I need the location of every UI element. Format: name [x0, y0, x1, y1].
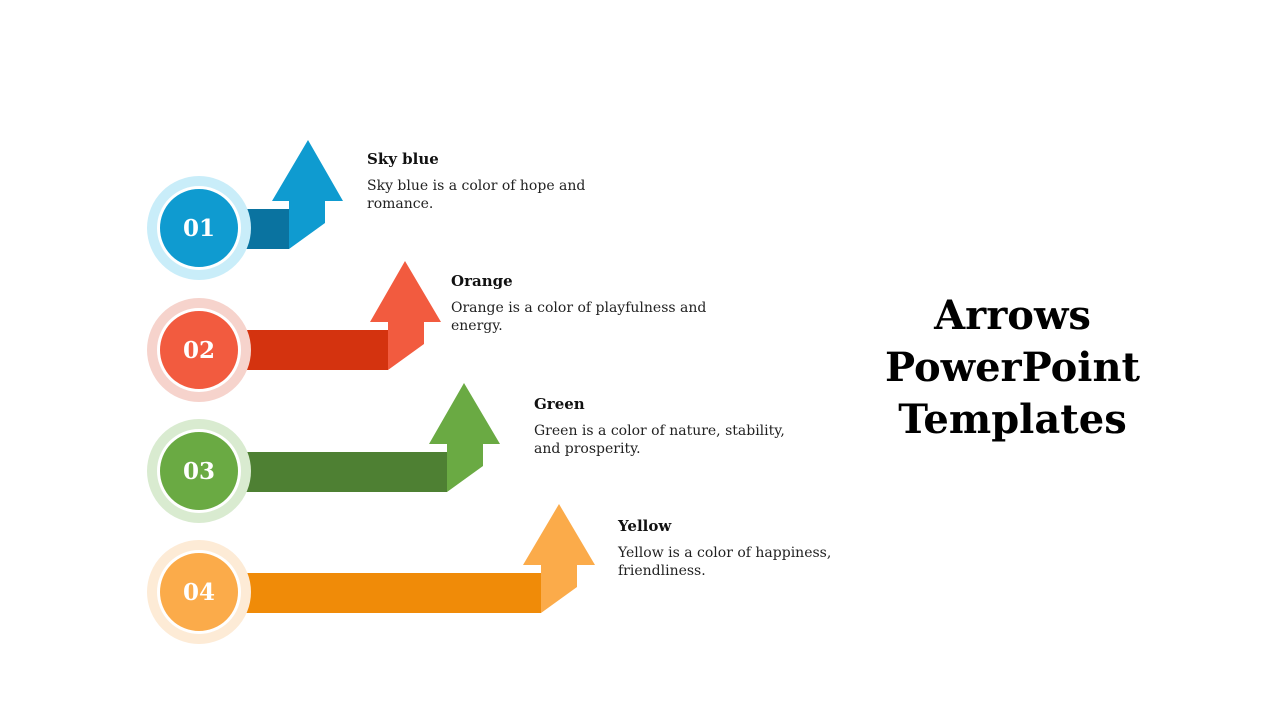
step-4-description: Yellow is a color of happiness, friendli… [618, 545, 832, 579]
slide-title: Arrows PowerPoint Templates [860, 290, 1165, 446]
step-4-arrow-shaft [240, 573, 541, 613]
step-3-title: Green [534, 395, 585, 413]
step-2-arrow-head [370, 261, 441, 370]
step-3-arrow-head [429, 383, 500, 492]
step-2-arrow-shaft [240, 330, 388, 370]
step-1-number-badge: 01 [157, 186, 241, 270]
slide-title-line-1: Arrows [934, 292, 1091, 339]
slide-title-line-3: Templates [898, 396, 1127, 443]
step-4-number-badge: 04 [157, 550, 241, 634]
step-3-description: Green is a color of nature, stability, a… [534, 423, 785, 457]
step-2-number-badge: 02 [157, 308, 241, 392]
step-2-title: Orange [451, 272, 513, 290]
step-4-arrow-head [523, 504, 595, 613]
step-4-title: Yellow [618, 517, 672, 535]
slide-title-line-2: PowerPoint [884, 344, 1141, 391]
step-3-number-badge: 03 [157, 429, 241, 513]
step-3-arrow-shaft [240, 452, 447, 492]
step-1-title: Sky blue [367, 150, 439, 168]
step-2-description: Orange is a color of playfulness and ene… [451, 300, 707, 334]
step-1-description: Sky blue is a color of hope and romance. [367, 178, 586, 212]
step-1-arrow-head [272, 140, 343, 249]
